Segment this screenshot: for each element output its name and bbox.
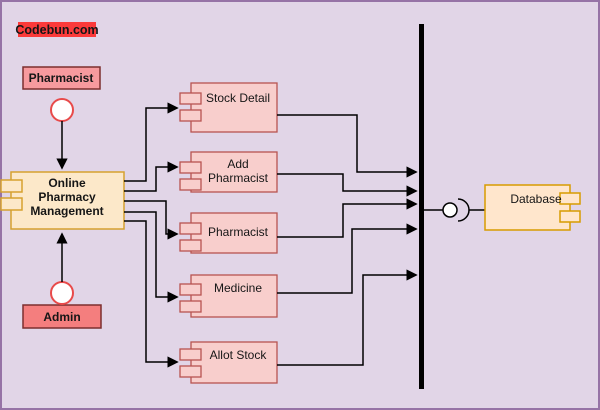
component-label-line: Pharmacist: [208, 171, 269, 185]
sync-bar: [419, 24, 424, 389]
connector-allot-stock-to-bar: [277, 269, 418, 366]
connector-opm-to-allot-stock: [124, 220, 179, 368]
component-port-icon: [179, 348, 202, 361]
component-port-icon: [179, 178, 202, 191]
actor-admin-label: Admin: [43, 310, 80, 324]
admin-interface-circle: [50, 281, 74, 305]
actor-pharmacist: Pharmacist: [22, 66, 101, 90]
component-port-icon: [559, 210, 581, 223]
connector-pharmacist-to-bar: [277, 198, 418, 238]
connector-opm-to-pharmacist: [124, 200, 179, 240]
component-port-icon: [0, 197, 23, 211]
component-port-icon: [559, 192, 581, 205]
connector-stock-detail-to-bar: [277, 114, 418, 178]
actor-pharmacist-label: Pharmacist: [29, 71, 94, 85]
component-database: Database: [484, 184, 581, 231]
component-port-icon: [179, 300, 202, 313]
actor-pharmacist-box: [22, 66, 101, 90]
connector-medicine-to-bar: [277, 223, 418, 294]
component-body: [190, 212, 278, 254]
component-body: [190, 274, 278, 318]
component-label-line: Pharmacy: [38, 190, 96, 204]
component-port-icon: [179, 109, 202, 122]
pharmacist-interface-circle: [50, 98, 74, 122]
component-medicine: Medicine: [179, 274, 278, 318]
component-body: [190, 341, 278, 384]
component-allot-stock: Allot Stock: [179, 341, 278, 384]
actor-admin: Admin: [22, 304, 102, 329]
watermark-text: Codebun.com: [15, 23, 98, 37]
component-stock-detail: Stock Detail: [179, 82, 278, 133]
component-label: Pharmacist: [208, 225, 269, 239]
component-port-icon: [179, 161, 202, 174]
component-port-icon: [179, 239, 202, 252]
component-body: [190, 82, 278, 133]
component-label: Stock Detail: [206, 91, 270, 105]
component-add-pharmacist: Add Pharmacist: [179, 151, 278, 193]
component-label-line: Add: [227, 157, 248, 171]
component-label-line: Online: [48, 176, 86, 190]
connector-opm-to-add-pharmacist: [124, 161, 179, 192]
component-label: Medicine: [214, 281, 262, 295]
watermark-label: Codebun.com: [15, 22, 99, 37]
component-port-icon: [179, 92, 202, 105]
component-body: [190, 151, 278, 193]
component-port-icon: [0, 179, 23, 193]
interface-ball-icon: [442, 202, 458, 218]
component-port-icon: [179, 283, 202, 296]
component-label: Allot Stock: [210, 348, 268, 362]
component-pharmacist: Pharmacist: [179, 212, 278, 254]
watermark-background: [18, 22, 96, 37]
connector-opm-to-medicine: [124, 211, 179, 303]
component-port-icon: [179, 222, 202, 235]
ball-and-socket-interface: [424, 198, 485, 222]
interface-socket-icon: [457, 198, 470, 222]
component-port-icon: [179, 365, 202, 378]
component-body: [484, 184, 571, 231]
component-online-pharmacy-management: Online Pharmacy Management: [0, 171, 125, 230]
connector-opm-to-stock-detail: [124, 102, 179, 182]
connector-add-pharmacist-to-bar: [277, 173, 418, 197]
component-label: Database: [510, 192, 562, 206]
component-label-line: Management: [30, 204, 103, 218]
